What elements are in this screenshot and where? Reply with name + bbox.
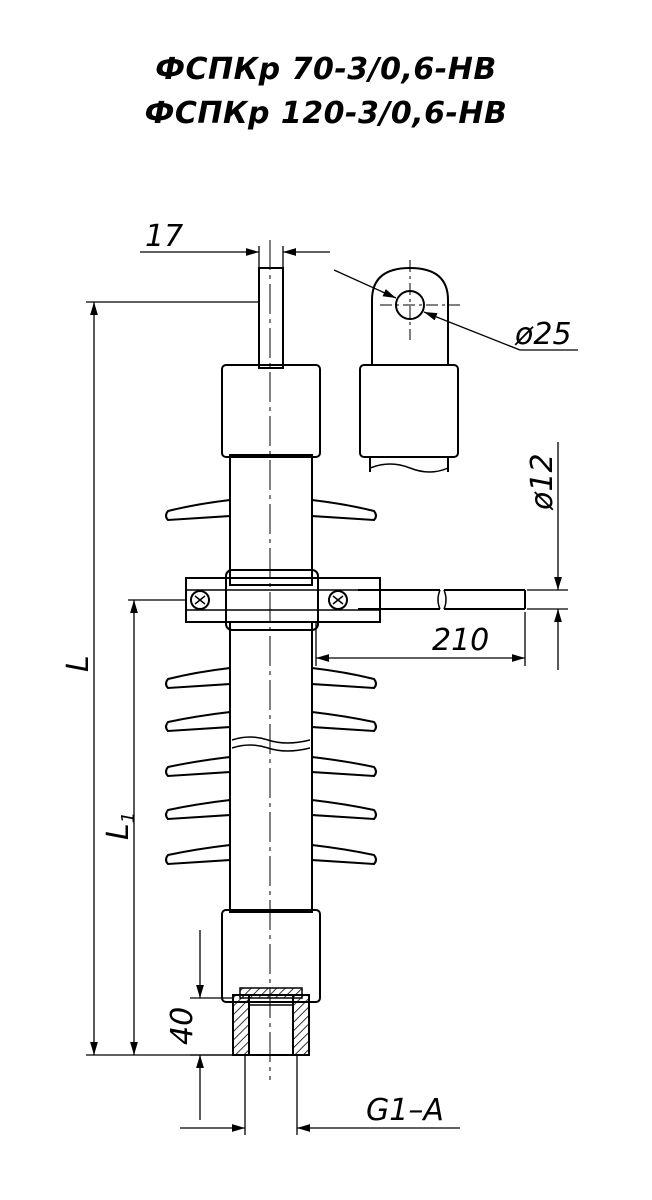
shed-1-right — [311, 498, 377, 522]
shed-1-left — [165, 498, 231, 522]
body-break-line — [231, 736, 311, 744]
body-upper — [229, 454, 313, 586]
dim-rod-width — [140, 246, 330, 270]
bolt-left-icon — [190, 590, 210, 610]
shed-5-left — [165, 798, 231, 821]
body-lower — [229, 621, 313, 913]
title-line-2: ФСПКр 120-3/0,6-НВ — [144, 96, 508, 131]
shed-3-left — [165, 710, 231, 733]
shed-2-right — [311, 666, 377, 690]
dim-length-l1 — [128, 599, 186, 1055]
upper-fitting — [221, 364, 321, 458]
dim-thread-spec — [180, 1055, 460, 1135]
dim-cable-length — [315, 612, 526, 666]
shed-4-left — [165, 755, 231, 778]
thread-hatch-right — [292, 994, 310, 1056]
title-line-1: ФСПКр 70-3/0,6-НВ — [155, 52, 497, 87]
shed-4-right — [311, 755, 377, 778]
dim-cable-diameter — [527, 442, 568, 670]
label-total-length: L — [61, 655, 96, 672]
label-thread-length: 40 — [165, 1007, 200, 1045]
clamp-collar — [225, 569, 319, 631]
label-length-l1: L1 — [101, 812, 139, 840]
dim-eye-diameter — [333, 269, 578, 351]
label-cable-diameter: ø12 — [525, 453, 560, 511]
shed-3-right — [311, 710, 377, 733]
top-rod — [258, 267, 284, 369]
body-break-line-2 — [231, 744, 311, 752]
lower-fitting — [221, 909, 321, 1003]
shed-6-left — [165, 843, 231, 866]
eye-fitting — [359, 364, 459, 458]
label-cable-length: 210 — [432, 623, 489, 658]
shed-group — [165, 498, 377, 866]
thread-hatch-left — [232, 994, 250, 1056]
bolt-right-icon — [328, 590, 348, 610]
label-thread-spec: G1–A — [366, 1093, 444, 1128]
shed-5-right — [311, 798, 377, 821]
label-rod-width: 17 — [145, 219, 183, 254]
dim-thread-length — [190, 930, 233, 1120]
shed-6-right — [311, 843, 377, 866]
label-eye-diameter: ø25 — [514, 317, 572, 352]
shed-2-left — [165, 666, 231, 690]
